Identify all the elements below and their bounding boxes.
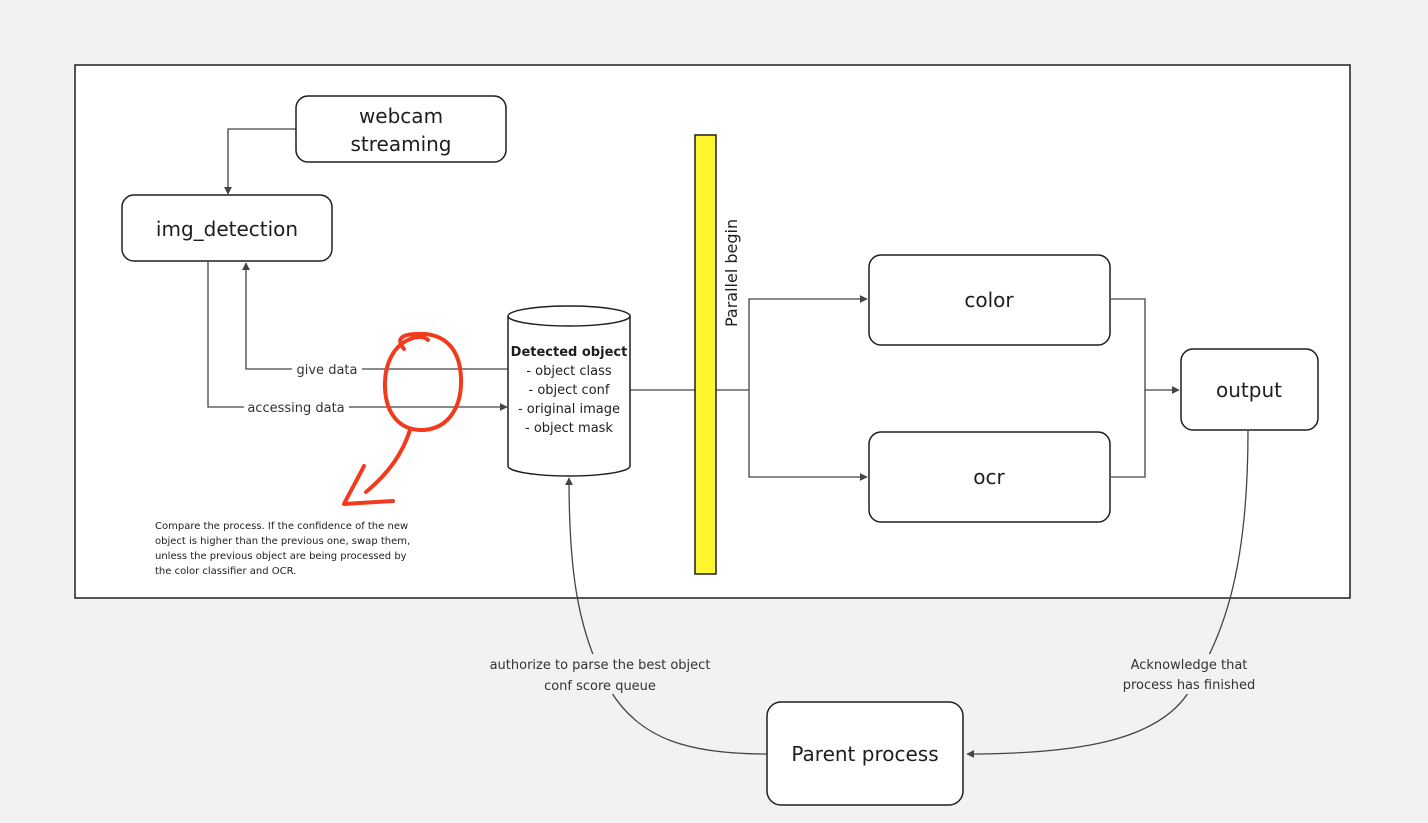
comparison-note: Compare the process. If the confidence o… [155, 521, 411, 577]
authorize-label-line-2: conf score queue [544, 679, 656, 694]
color-box [868, 254, 1111, 346]
edge-give-data [242, 262, 508, 370]
give-data-label: give data [297, 363, 358, 378]
red-annotation-arrow-head [342, 464, 395, 506]
webcam-label-line-2: streaming [350, 132, 451, 156]
color-label: color [964, 288, 1014, 312]
output-box [1180, 348, 1319, 431]
acknowledge-label-bg [1118, 654, 1260, 694]
accessing-data-label: accessing data [247, 401, 344, 416]
ocr-box [868, 431, 1111, 523]
database-field-object-conf: - object conf [529, 383, 610, 398]
ocr-label: ocr [973, 465, 1005, 489]
give-data-label-bg [292, 360, 362, 378]
edge-to-color [748, 295, 868, 390]
edge-to-ocr [748, 390, 868, 481]
database-field-object-mask: - object mask [525, 421, 613, 436]
authorize-label-bg [484, 654, 716, 694]
red-annotation [342, 331, 464, 506]
edge-accessing-data [207, 262, 508, 411]
parallel-begin-label: Parallel begin [722, 219, 741, 327]
acknowledge-label-line-2: process has finished [1123, 678, 1256, 693]
accessing-data-label-bg [244, 398, 349, 416]
edge-webcam-to-img-detection [224, 128, 296, 195]
img-detection-box [121, 194, 333, 262]
database-title: Detected object [511, 345, 628, 360]
node-color: color [868, 254, 1111, 346]
parallel-bar [694, 134, 717, 575]
node-output: output [1180, 348, 1319, 431]
database-cylinder-top [507, 305, 631, 327]
parent-process-box [766, 701, 964, 806]
database-cylinder-body [507, 316, 631, 477]
edge-ocr-to-output [1111, 390, 1146, 478]
output-label: output [1216, 378, 1282, 402]
parent-process-label: Parent process [791, 742, 938, 766]
webcam-box [295, 95, 507, 163]
node-webcam-streaming: webcam streaming [295, 95, 507, 163]
img-detection-label: img_detection [156, 217, 298, 241]
acknowledge-label-line-1: Acknowledge that [1131, 658, 1248, 673]
database-field-original-image: - original image [518, 402, 620, 417]
node-img-detection: img_detection [121, 194, 333, 262]
node-parallel-begin: Parallel begin [694, 134, 741, 575]
red-annotation-loop [382, 331, 464, 433]
red-annotation-arrow-shaft [364, 428, 412, 494]
node-parent-process: Parent process [766, 701, 964, 806]
authorize-label-line-1: authorize to parse the best object [490, 658, 711, 673]
edge-color-to-output [1111, 298, 1180, 394]
node-detected-object-database: Detected object - object class - object … [507, 305, 631, 477]
node-ocr: ocr [868, 431, 1111, 523]
webcam-label-line-1: webcam [359, 104, 443, 128]
database-field-object-class: - object class [526, 364, 612, 379]
